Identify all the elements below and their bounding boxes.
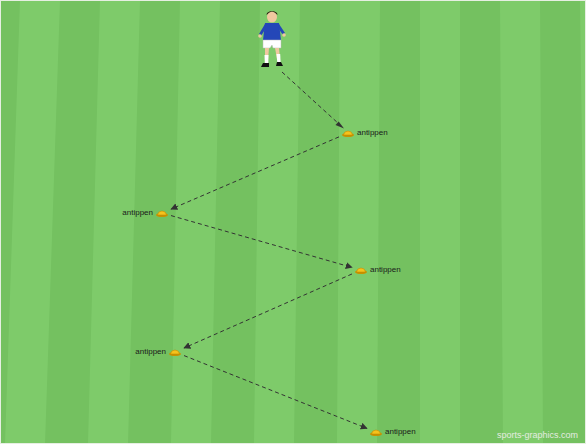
cone-station: antippen	[135, 347, 181, 357]
run-arrow	[184, 274, 352, 348]
cone-station: antippen	[122, 208, 168, 218]
run-arrow	[171, 137, 339, 209]
cone-label: antippen	[135, 347, 166, 357]
cone-marker	[370, 429, 382, 436]
cone-marker	[156, 210, 168, 217]
cone-label: antippen	[122, 208, 153, 218]
cone-marker	[169, 349, 181, 356]
cone-label: antippen	[357, 128, 388, 138]
cone-marker	[342, 130, 354, 137]
cone-marker	[355, 267, 367, 274]
cone-label: antippen	[385, 427, 416, 437]
run-arrow	[171, 216, 352, 268]
cone-station: antippen	[342, 128, 388, 138]
run-arrow	[184, 356, 367, 429]
cone-label: antippen	[370, 265, 401, 275]
cone-station: antippen	[355, 265, 401, 275]
watermark: sports-graphics.com	[497, 430, 578, 440]
cone-station: antippen	[370, 427, 416, 437]
